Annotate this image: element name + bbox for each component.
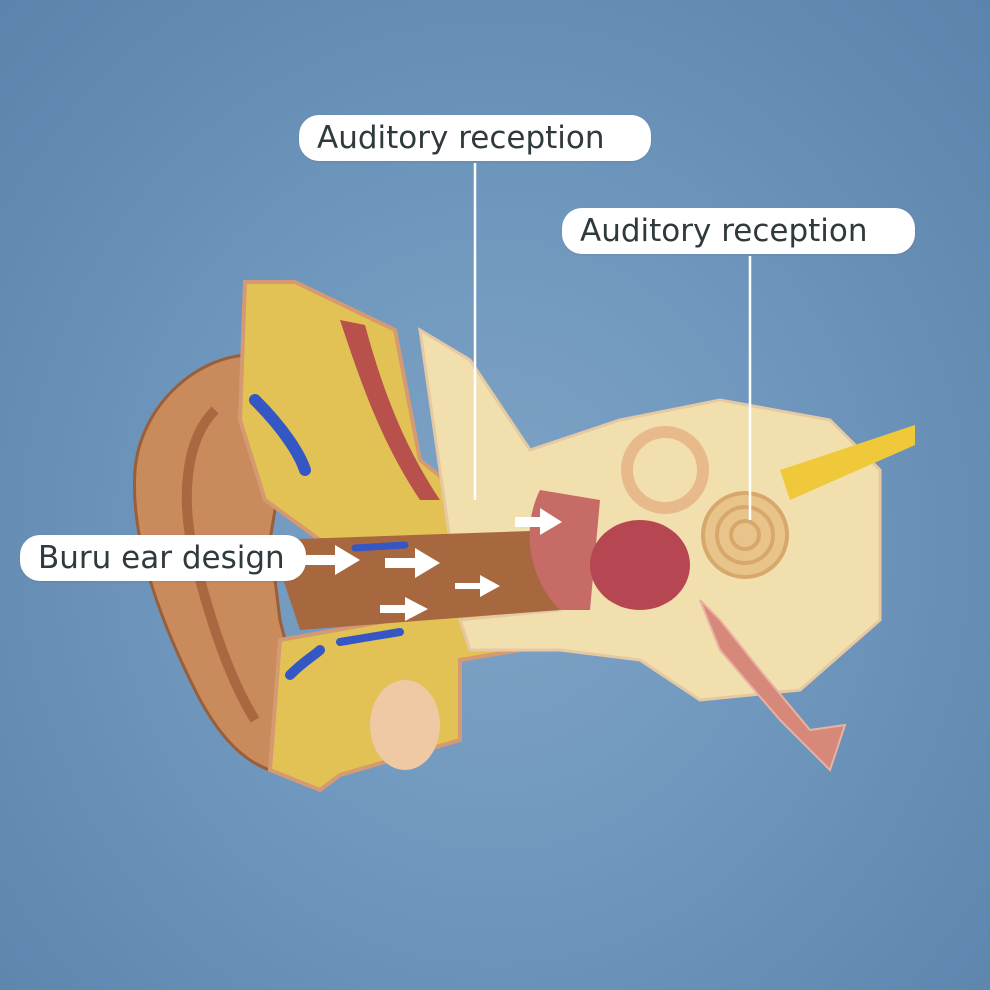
arrow-icon: [455, 575, 500, 597]
auditory-nerve: [780, 425, 915, 500]
semicircular-canal: [621, 426, 709, 514]
blood-vessel: [351, 541, 409, 552]
arrow-icon: [300, 545, 360, 575]
sound-wave-arrows: [300, 508, 562, 621]
blood-vessel: [249, 394, 311, 476]
cochlea-spiral-core: [729, 519, 761, 551]
blood-vessel: [285, 645, 325, 680]
temporal-bone: [418, 327, 882, 702]
auditory-reception-label-right: Auditory reception: [562, 208, 915, 254]
buru-ear-design-label: Buru ear design: [20, 535, 306, 581]
auditory-reception-label-top: Auditory reception: [299, 115, 651, 161]
blood-vessel: [336, 628, 404, 646]
eustachian-tube: [699, 599, 847, 772]
arrow-icon: [385, 548, 440, 578]
arrow-icon: [380, 597, 428, 621]
arrow-icon: [515, 508, 562, 535]
lower-gland: [370, 680, 440, 770]
middle-ear-cavity: [590, 520, 690, 610]
cochlea-spiral-ring: [715, 505, 775, 565]
upper-muscle-strip: [340, 320, 440, 500]
